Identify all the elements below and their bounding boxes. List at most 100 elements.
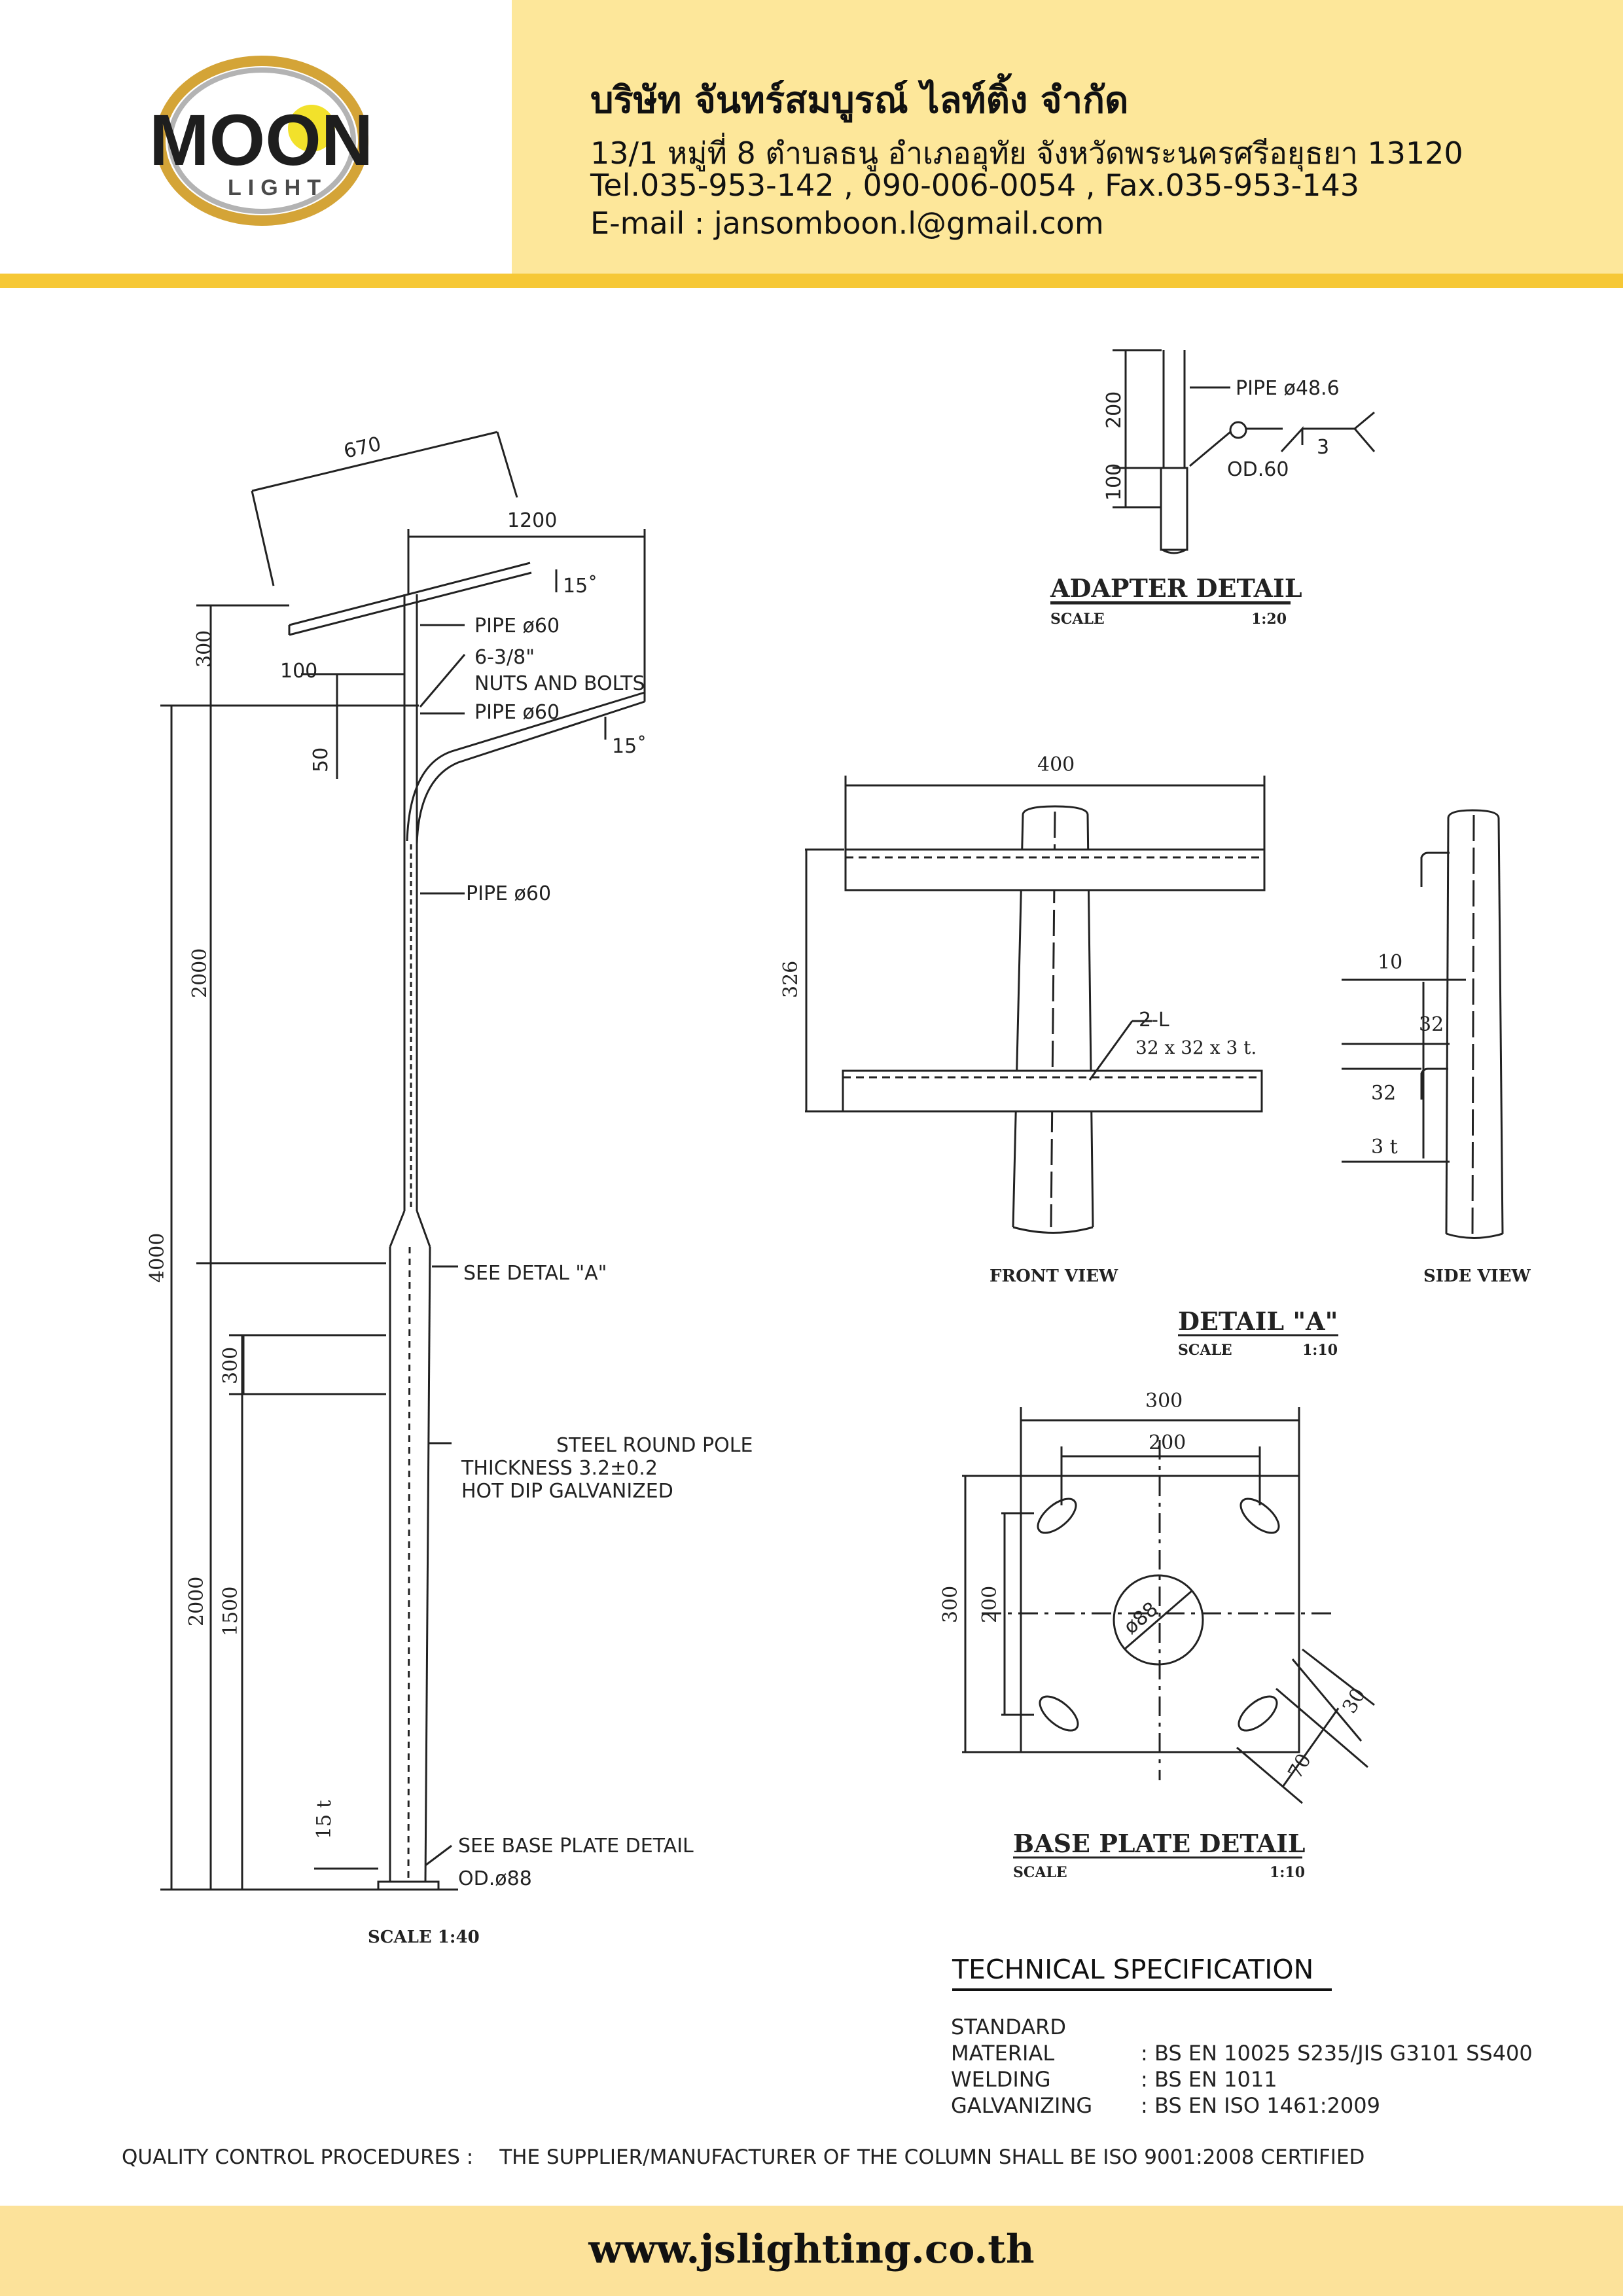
base-dim-300-w: 300	[1145, 1390, 1183, 1412]
logo-subtext: LIGHT	[228, 175, 327, 200]
spec-row: STANDARD	[951, 2015, 1141, 2039]
company-name: บริษัท จันทร์สมบูรณ์ ไลท์ติ้ง จำกัด	[590, 79, 1129, 122]
detail-a-callout-2: 32 x 32 x 3 t.	[1135, 1037, 1257, 1058]
spec-title-rule	[952, 1988, 1332, 1991]
adapter-label-pipe: PIPE ø48.6	[1236, 377, 1340, 400]
spec-value: : BS EN 10025 S235/JIS G3101 SS400	[1141, 2041, 1533, 2066]
quality-text: THE SUPPLIER/MANUFACTURER OF THE COLUMN …	[499, 2145, 1365, 2169]
pole-base-plate	[377, 1880, 440, 1891]
spec-key: GALVANIZING	[951, 2093, 1093, 2118]
company-address: 13/1 หมู่ที่ 8 ตำบลธนู อำเภออุทัย จังหวั…	[590, 135, 1463, 171]
spec-row: GALVANIZING : BS EN ISO 1461:2009	[951, 2093, 1380, 2118]
label-pipe60-a: PIPE ø60	[474, 615, 560, 637]
adapter-title: ADAPTER DETAIL	[1050, 573, 1302, 603]
side-dim-10: 10	[1378, 951, 1402, 974]
side-dim-3t: 3 t	[1371, 1136, 1398, 1158]
dim-300-mid: 300	[219, 1347, 242, 1384]
dim-50: 50	[310, 747, 332, 772]
company-logo: MOON LIGHT	[149, 56, 373, 226]
dim-15t: 15 t	[313, 1800, 336, 1839]
bolt-slot-br	[1238, 1695, 1278, 1732]
detail-a-dim-326: 326	[779, 961, 802, 998]
adapter-weld-size: 3	[1317, 436, 1329, 459]
pole-scale: SCALE 1:40	[368, 1928, 480, 1947]
adapter-scale-value: 1:20	[1251, 611, 1287, 628]
base-scale-value: 1:10	[1270, 1864, 1305, 1881]
dim-1500: 1500	[219, 1587, 242, 1636]
header: MOON LIGHT บริษัท จันทร์สมบูรณ์ ไลท์ติ้ง…	[0, 0, 1623, 288]
bolt-slot-bl	[1039, 1695, 1079, 1732]
spec-key: STANDARD	[951, 2015, 1067, 2039]
lower-arm	[416, 700, 645, 845]
spec-row: MATERIAL : BS EN 10025 S235/JIS G3101 SS4…	[951, 2041, 1533, 2066]
dim-1200: 1200	[507, 509, 557, 532]
quality-control-line: QUALITY CONTROL PROCEDURES : THE SUPPLIER…	[122, 2145, 1364, 2169]
adapter-detail	[1050, 349, 1376, 603]
header-info-panel	[512, 0, 1623, 274]
detail-a-callout-1: 2-L	[1139, 1009, 1169, 1031]
adapter-dim-100: 100	[1103, 463, 1126, 501]
spec-row: WELDING : BS EN 1011	[951, 2067, 1277, 2092]
detail-a-title: DETAIL "A"	[1178, 1306, 1338, 1336]
label-od88: OD.ø88	[458, 1867, 532, 1890]
label-steel-pole-2: THICKNESS 3.2±0.2	[461, 1457, 658, 1480]
footer: www.jslighting.co.th	[0, 2206, 1623, 2296]
pole-elevation	[160, 431, 646, 1891]
company-email: E-mail : jansomboon.l@gmail.com	[590, 206, 1104, 241]
base-dim-200-h: 200	[978, 1586, 1001, 1623]
logo-ring-inner	[168, 67, 356, 214]
spec-key: WELDING	[951, 2067, 1051, 2092]
angle-top: 15˚	[563, 575, 597, 598]
side-view-label: SIDE VIEW	[1423, 1266, 1531, 1286]
spec-value: : BS EN 1011	[1141, 2067, 1277, 2092]
upper-arm	[289, 562, 531, 626]
bolt-slot-tr	[1240, 1498, 1280, 1534]
detail-a-dim-400: 400	[1037, 753, 1075, 776]
side-dim-32a: 32	[1419, 1013, 1444, 1036]
front-view-label: FRONT VIEW	[990, 1266, 1118, 1286]
base-dim-200-w: 200	[1149, 1431, 1186, 1454]
bolt-slot-tl	[1037, 1498, 1077, 1534]
base-plate-plan	[962, 1407, 1375, 1804]
header-rule	[0, 274, 1623, 288]
label-see-base-plate: SEE BASE PLATE DETAIL	[458, 1835, 694, 1857]
detail-a-side-view	[1342, 809, 1504, 1239]
spec-value: : BS EN ISO 1461:2009	[1141, 2093, 1380, 2118]
angle-bar-top	[844, 848, 1266, 891]
website-link[interactable]: www.jslighting.co.th	[588, 2227, 1035, 2272]
base-scale-label: SCALE	[1013, 1864, 1067, 1881]
center-hole-icon	[1113, 1574, 1204, 1666]
spec-title: TECHNICAL SPECIFICATION	[952, 1954, 1314, 1985]
label-pipe60-b: PIPE ø60	[474, 701, 560, 724]
adapter-label-od: OD.60	[1227, 458, 1289, 481]
spec-key: MATERIAL	[951, 2041, 1055, 2066]
dim-100: 100	[280, 660, 317, 683]
company-phone: Tel.035-953-142 , 090-006-0054 , Fax.035…	[590, 168, 1360, 203]
base-dim-300-h: 300	[939, 1586, 962, 1623]
dim-2000-lower: 2000	[185, 1577, 208, 1626]
logo-panel: MOON LIGHT	[0, 0, 512, 274]
label-pipe60-c: PIPE ø60	[466, 882, 551, 905]
side-dim-32b: 32	[1371, 1082, 1396, 1105]
detail-a-front-view	[805, 776, 1266, 1234]
dim-670: 670	[342, 433, 383, 463]
adapter-scale-label: SCALE	[1050, 611, 1105, 628]
logo-text: MOON	[149, 100, 373, 181]
base-plate-title: BASE PLATE DETAIL	[1013, 1829, 1306, 1858]
base-hole-label: ø88	[1120, 1598, 1163, 1639]
base-dim-30: 30	[1338, 1684, 1370, 1717]
angle-mid: 15˚	[612, 735, 647, 758]
logo-bulb-icon	[288, 105, 335, 152]
label-steel-pole-1: STEEL ROUND POLE	[556, 1434, 753, 1457]
quality-label: QUALITY CONTROL PROCEDURES :	[122, 2145, 474, 2169]
label-nuts-bolts-2: NUTS AND BOLTS	[474, 672, 645, 695]
adapter-dim-200: 200	[1103, 391, 1126, 429]
dim-300-top: 300	[193, 630, 216, 668]
dim-4000: 4000	[146, 1233, 169, 1283]
detail-a-scale-label: SCALE	[1178, 1342, 1232, 1359]
detail-a-scale-value: 1:10	[1302, 1342, 1338, 1359]
label-steel-pole-3: HOT DIP GALVANIZED	[461, 1480, 673, 1503]
label-see-detail-a: SEE DETAL "A"	[463, 1262, 607, 1285]
label-nuts-bolts-1: 6-3/8"	[474, 646, 535, 669]
